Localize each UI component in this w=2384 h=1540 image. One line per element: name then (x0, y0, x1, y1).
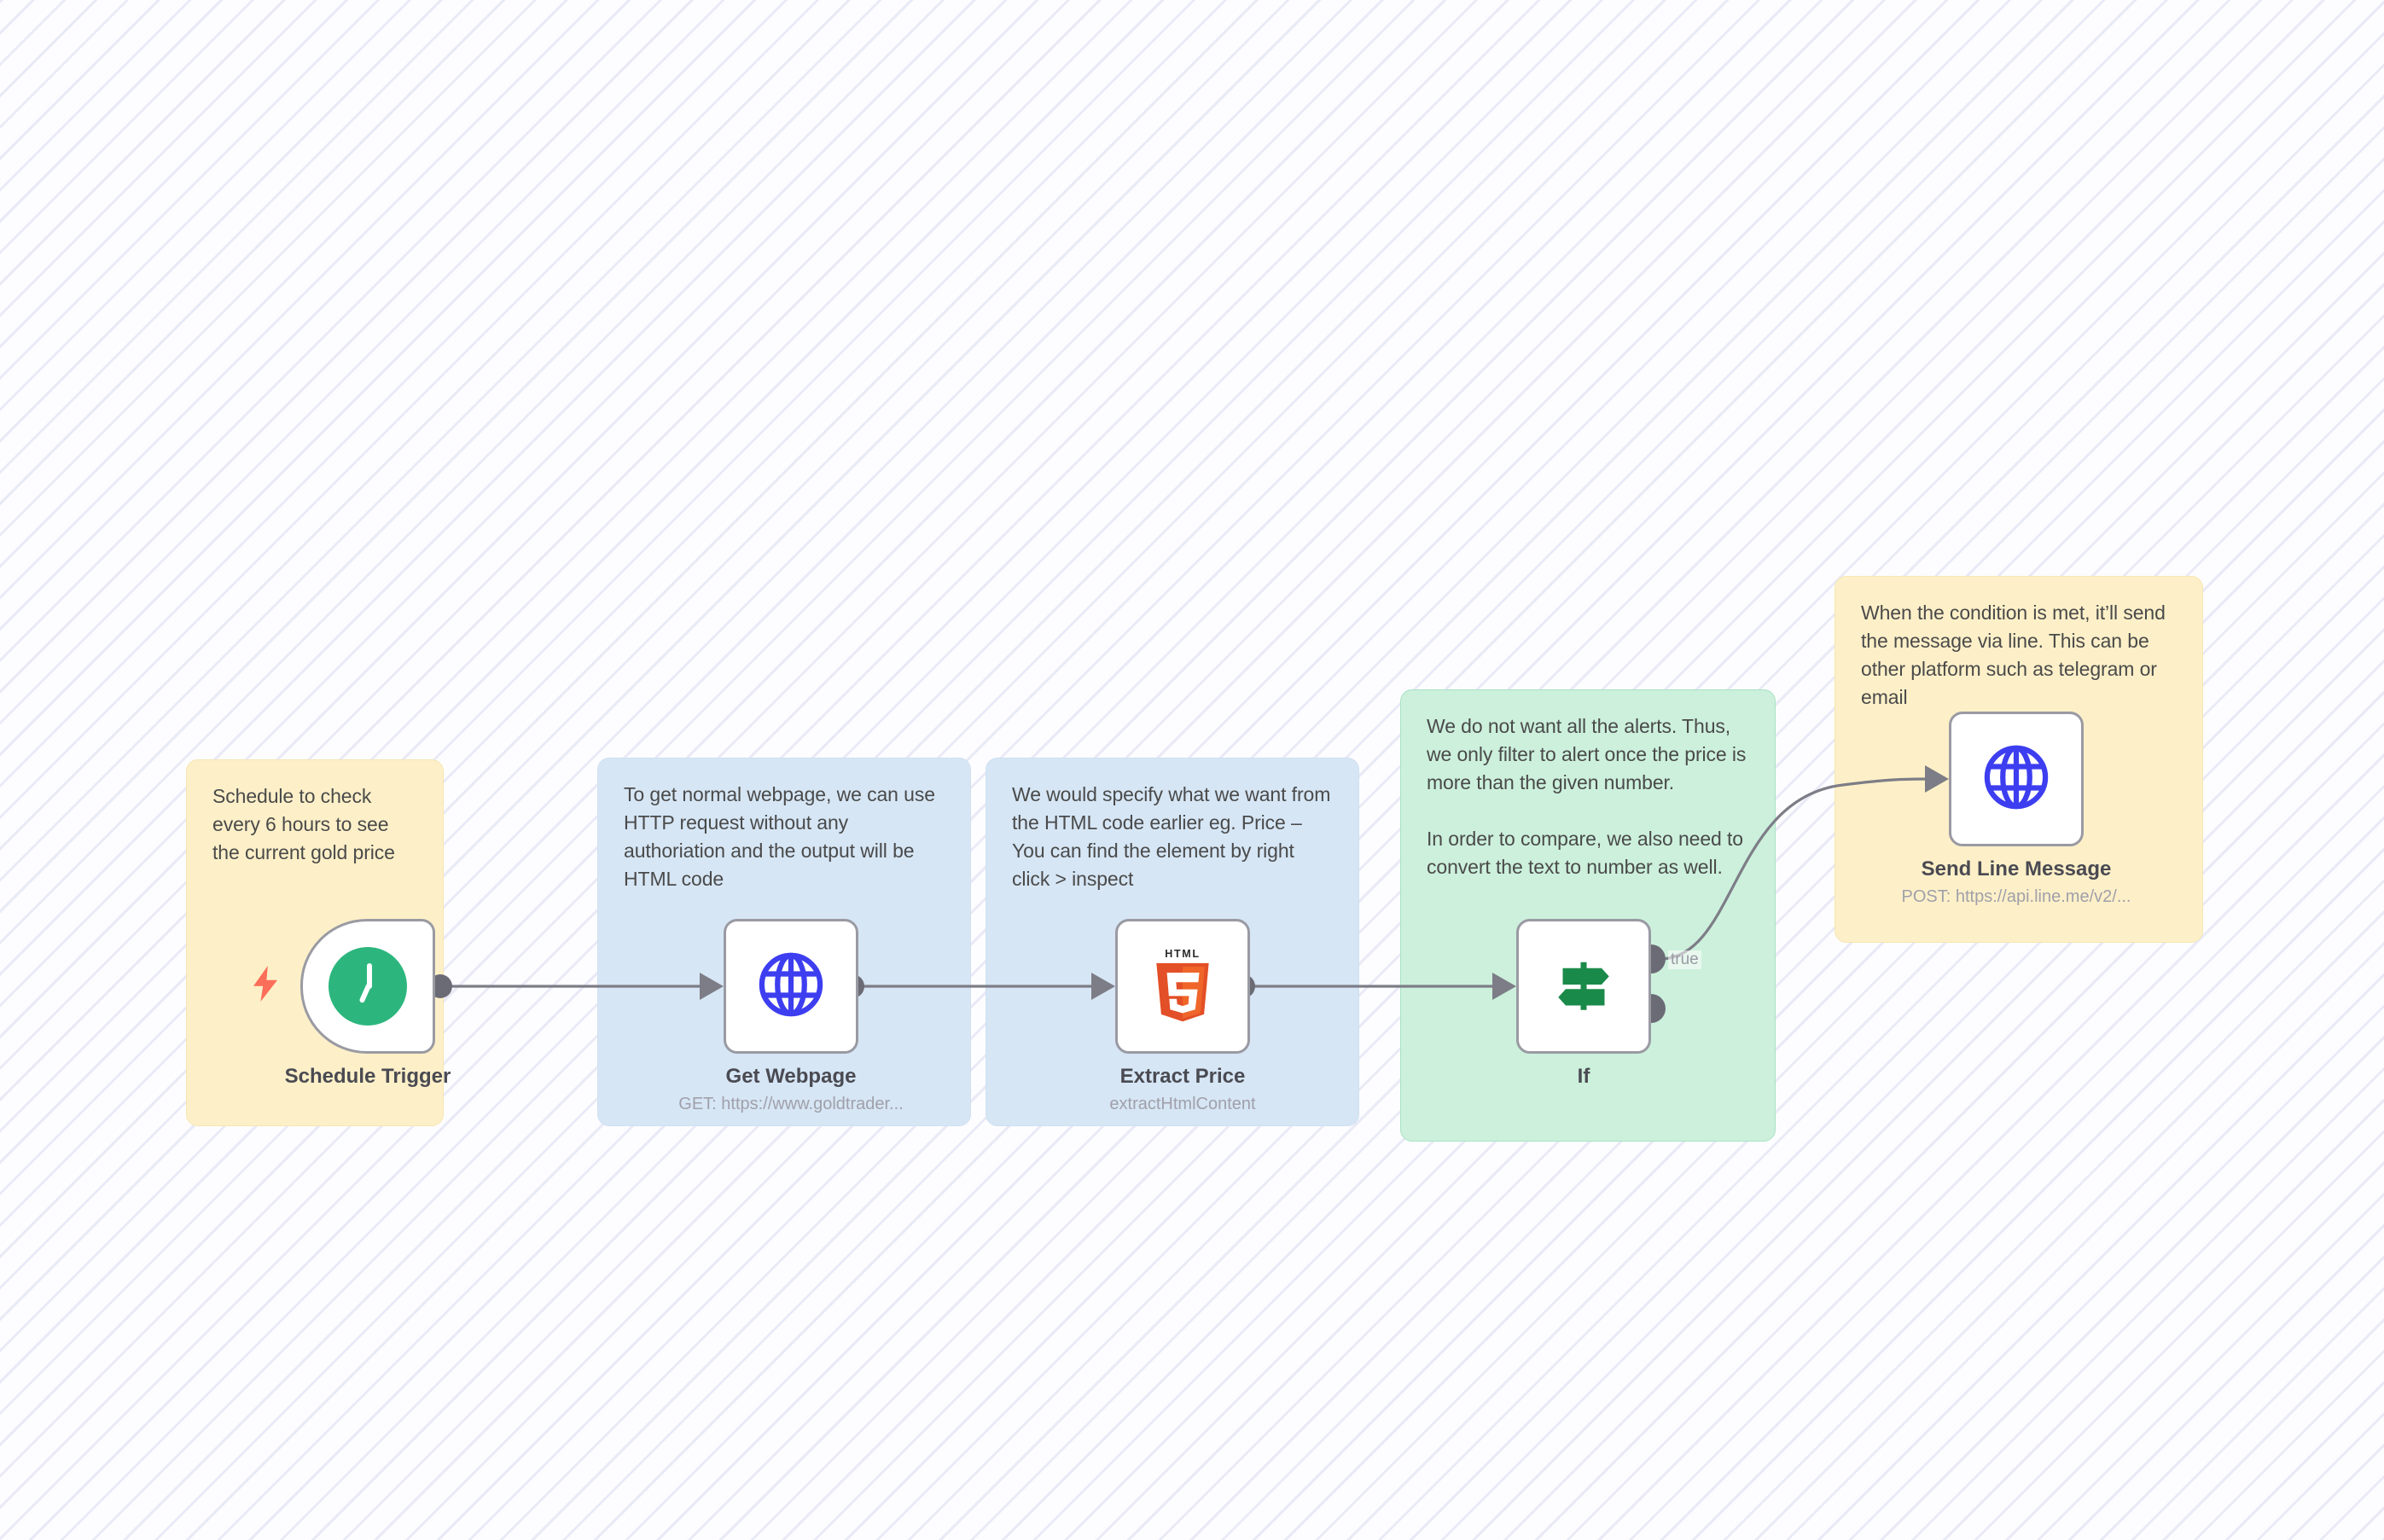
globe-icon (1979, 740, 2054, 819)
globe-icon (753, 947, 829, 1026)
sticky-note-text: When the condition is met, it’ll send th… (1861, 601, 2172, 708)
node-send-line-message[interactable] (1949, 712, 2084, 846)
node-extract-price[interactable]: HTML (1115, 919, 1250, 1054)
node-label-if: If (1577, 1065, 1590, 1088)
html5-icon: HTML (1147, 945, 1218, 1028)
node-subtitle-send-line-message: POST: https://api.line.me/v2/... (1901, 887, 2131, 906)
node-label-extract-price: Extract Price (1119, 1065, 1246, 1088)
sticky-note-text: Schedule to check every 6 hours to see t… (212, 785, 395, 863)
node-if[interactable] (1516, 919, 1651, 1054)
node-label-send-line-message: Send Line Message (1921, 857, 2112, 880)
clock-icon (329, 947, 407, 1026)
signpost-icon (1548, 949, 1619, 1025)
node-subtitle-get-webpage: GET: https://www.goldtrader... (678, 1095, 904, 1113)
sticky-note-text: We would specify what we want from the H… (1012, 783, 1336, 890)
sticky-note-text: To get normal webpage, we can use HTTP r… (624, 783, 941, 890)
node-subtitle-extract-price: extractHtmlContent (1109, 1095, 1256, 1113)
trigger-bolt-icon (251, 966, 280, 1002)
sticky-note-text: We do not want all the alerts. Thus, we … (1427, 715, 1747, 878)
node-label-schedule-trigger: Schedule Trigger (284, 1065, 451, 1088)
svg-text:HTML: HTML (1165, 947, 1201, 959)
node-schedule-trigger[interactable] (300, 919, 435, 1054)
node-label-get-webpage: Get Webpage (725, 1065, 857, 1088)
edge-label-true: true (1668, 950, 1701, 969)
node-get-webpage[interactable] (724, 919, 858, 1054)
